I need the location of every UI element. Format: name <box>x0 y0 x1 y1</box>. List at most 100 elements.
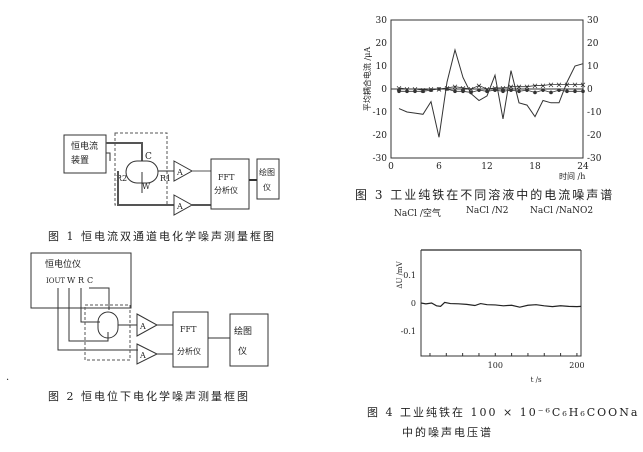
fft-label-2: 分析仪 <box>214 185 238 195</box>
legend-n2: NaCl /N2 <box>466 206 509 216</box>
data-point-x: × <box>516 83 523 92</box>
x-tick-label: 18 <box>529 162 541 172</box>
plotter-label: 绘图 <box>234 325 252 337</box>
figure-4-caption: 图 4 工业纯铁在 100 × 10⁻⁶C₆H₆COONa <box>367 406 640 419</box>
data-point-dot <box>477 88 481 92</box>
current-source-box <box>63 134 107 174</box>
figure-4-caption-2: 中的噪声电压谱 <box>402 426 493 439</box>
stray-mark: . <box>6 372 10 383</box>
data-point-dot <box>397 89 401 94</box>
y-tick-label: 0 <box>381 85 387 95</box>
source-label-2: 装置 <box>71 154 89 166</box>
data-point-x: × <box>468 85 475 94</box>
data-point-x: × <box>492 84 499 93</box>
y2-tick-label: 10 <box>587 62 599 72</box>
amp-label: A <box>139 322 146 331</box>
plotter-box <box>256 158 280 200</box>
data-point-dot <box>525 88 529 92</box>
amp-label: A <box>139 351 146 360</box>
data-point-x: × <box>564 80 571 89</box>
label-w: W <box>142 182 151 191</box>
y2-tick-label: 20 <box>587 39 599 49</box>
data-point-dot <box>509 88 513 92</box>
y-tick-label: -20 <box>373 131 388 141</box>
data-point-x: × <box>508 83 515 92</box>
data-point-x: × <box>556 80 563 89</box>
c-label: C <box>87 276 93 285</box>
y2-tick-label: 0 <box>587 85 593 95</box>
data-point-dot <box>437 87 441 91</box>
legend-air: NaCl /空气 <box>394 209 441 219</box>
y-axis-label: ΔU /mV <box>396 260 404 288</box>
plotter-label-2: 仪 <box>263 183 271 192</box>
y-tick-label: 10 <box>376 62 388 72</box>
data-point-x: × <box>532 82 539 91</box>
data-point-dot <box>413 89 417 94</box>
x-axis-label: t /s <box>531 376 542 384</box>
cell-dashed-box <box>84 304 131 361</box>
data-point-dot <box>485 89 489 94</box>
data-point-x: × <box>540 82 547 91</box>
legend-nano2: NaCl /NaNO2 <box>530 206 594 216</box>
x-tick-label: 0 <box>388 162 394 172</box>
amplifier-2 <box>136 343 159 365</box>
plotter-label-2: 仪 <box>238 346 247 357</box>
y2-tick-label: -10 <box>587 108 602 118</box>
data-point-dot <box>541 88 545 92</box>
y-axis-label: 平均耦合电流 /μA <box>362 47 372 111</box>
data-point-dot <box>557 88 561 92</box>
data-point-dot <box>429 88 433 92</box>
x-tick-label: 200 <box>569 361 584 370</box>
x-tick-label: 6 <box>436 162 442 172</box>
x-axis-label: 时间 /h <box>559 171 585 180</box>
data-point-dot <box>445 87 449 91</box>
potentiostat-label: 恒电位仪 <box>45 258 81 270</box>
y-tick-label: -0.1 <box>401 327 416 336</box>
x-tick-label: 100 <box>488 361 503 370</box>
r-label: R <box>78 276 85 285</box>
data-point-x: × <box>396 84 403 93</box>
y-tick-label: 0.1 <box>403 271 416 280</box>
data-point-x: × <box>548 80 555 89</box>
data-point-x: × <box>500 84 507 93</box>
amplifier-1 <box>173 160 194 182</box>
data-point-dot <box>549 90 553 95</box>
series-line-0 <box>398 47 584 138</box>
figure-3-caption: 图 3 工业纯铁在不同溶液中的电流噪声谱 <box>355 188 615 202</box>
data-point-x: × <box>460 84 467 93</box>
data-point-dot <box>565 89 569 94</box>
data-point-x: × <box>476 82 483 91</box>
data-point-dot <box>453 89 457 94</box>
fft-analyzer-box <box>172 311 209 368</box>
amp-label: A <box>176 168 183 177</box>
data-point-dot <box>461 89 465 94</box>
data-point-dot <box>517 89 521 94</box>
figure-2-caption: 图 2 恒电位下电化学噪声测量框图 <box>48 390 250 403</box>
amp-label: A <box>176 202 183 211</box>
data-point-dot <box>573 89 577 94</box>
data-point-dot <box>533 90 537 95</box>
x-tick-label: 12 <box>481 162 492 172</box>
y2-tick-label: -20 <box>587 131 602 141</box>
source-label: 恒电流 <box>71 140 98 152</box>
label-r1: R1 <box>160 174 171 183</box>
data-point-dot <box>421 89 425 94</box>
data-point-x: × <box>452 83 459 92</box>
fft-analyzer-box <box>210 158 250 210</box>
figure-2-diagram: 恒电位仪 IOUT W R C A A FFT 分析仪 绘图 仪 <box>30 252 269 368</box>
data-point-dot <box>469 90 473 95</box>
fft-label: FFT <box>218 173 235 182</box>
figure-1-diagram: 恒电流 装置 C W R2 R1 A A FFT 分析仪 绘图 仪 <box>63 132 280 216</box>
y-tick-label: -10 <box>373 108 388 118</box>
data-point-dot <box>493 88 497 92</box>
data-point-x: × <box>412 85 419 94</box>
data-point-x: × <box>404 85 411 94</box>
y-tick-label: 20 <box>376 39 388 49</box>
y-tick-label: 30 <box>376 16 388 26</box>
w-label: W <box>67 276 76 285</box>
figure-1-caption: 图 1 恒电流双通道电化学噪声测量框图 <box>48 230 276 243</box>
y2-tick-label: 30 <box>587 16 599 26</box>
